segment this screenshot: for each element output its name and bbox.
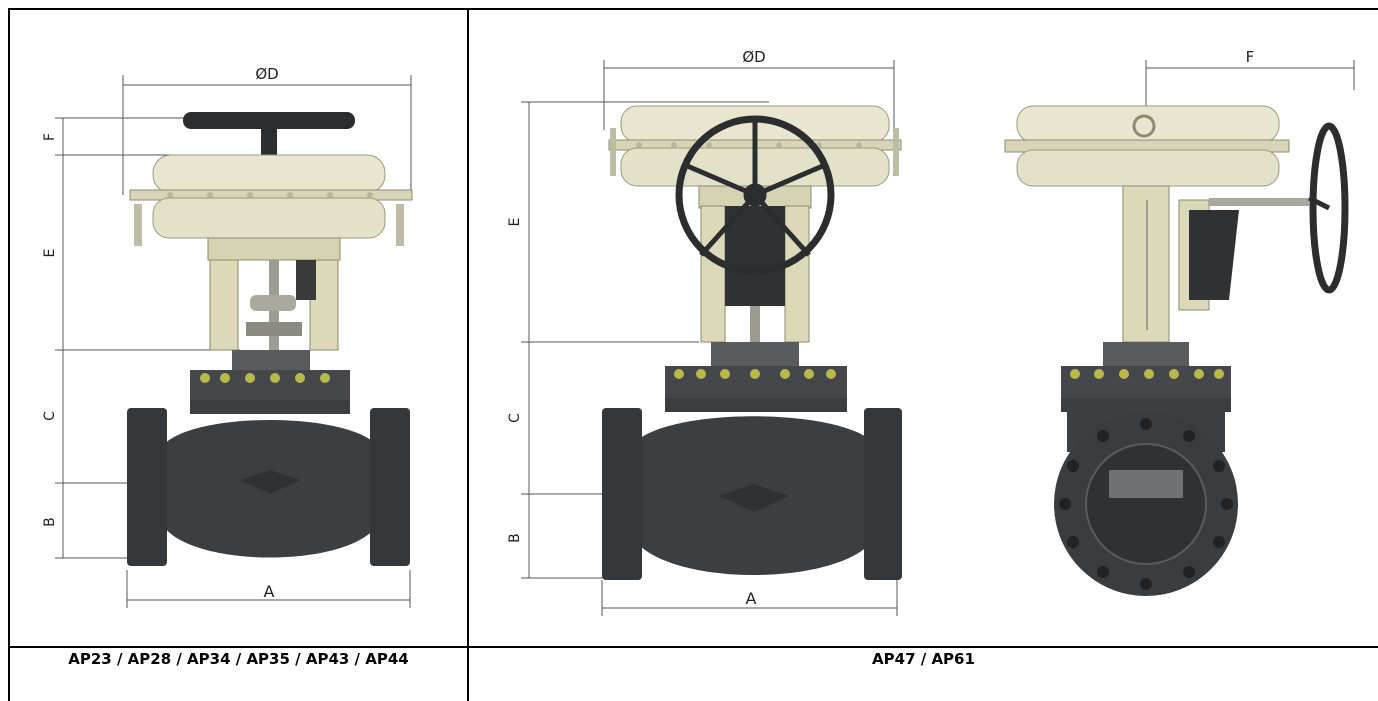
right-front-valve-body [602, 408, 902, 580]
left-dim-label-b: B [42, 517, 58, 527]
right-side-bonnet [1061, 342, 1231, 412]
left-dim-label-a: A [264, 582, 275, 601]
right-dim-label-f: F [1246, 48, 1255, 66]
right-front-handwheel-icon [675, 115, 835, 275]
right-dim-label-a: A [746, 589, 757, 608]
left-dim-label-f: F [42, 133, 58, 141]
right-dim-label-diameter: ØD [742, 48, 765, 66]
left-dim-label-e: E [42, 249, 58, 258]
left-dim-label-c: C [42, 411, 58, 421]
right-side-flange [1054, 412, 1238, 596]
drawing-table: ØD A F E C B [8, 8, 1378, 701]
left-valve-body [127, 408, 410, 566]
right-dim-label-e: E [507, 218, 523, 227]
right-dim-label-b: B [507, 533, 523, 543]
left-handwheel [183, 112, 355, 158]
left-yoke [207, 237, 341, 351]
right-front-yoke [698, 185, 812, 343]
right-side-actuator [1004, 105, 1290, 187]
right-caption: AP47 / AP61 [872, 650, 975, 668]
right-dim-label-c: C [507, 413, 523, 423]
right-side-handwheel-icon [1307, 122, 1349, 294]
right-side-yoke [1122, 185, 1309, 343]
left-actuator [129, 154, 413, 246]
table-divider-horizontal [8, 646, 1378, 648]
table-border-left [8, 8, 10, 701]
table-border-top [8, 8, 1378, 10]
right-front-bonnet [665, 342, 847, 412]
left-caption: AP23 / AP28 / AP34 / AP35 / AP43 / AP44 [68, 650, 409, 668]
left-bonnet [190, 350, 350, 414]
right-valve-drawing: ØD A F E C B [507, 48, 1355, 616]
left-dim-label-diameter: ØD [255, 65, 278, 83]
table-divider-vertical [467, 8, 469, 701]
left-valve-drawing: ØD A F E C B [42, 65, 413, 608]
